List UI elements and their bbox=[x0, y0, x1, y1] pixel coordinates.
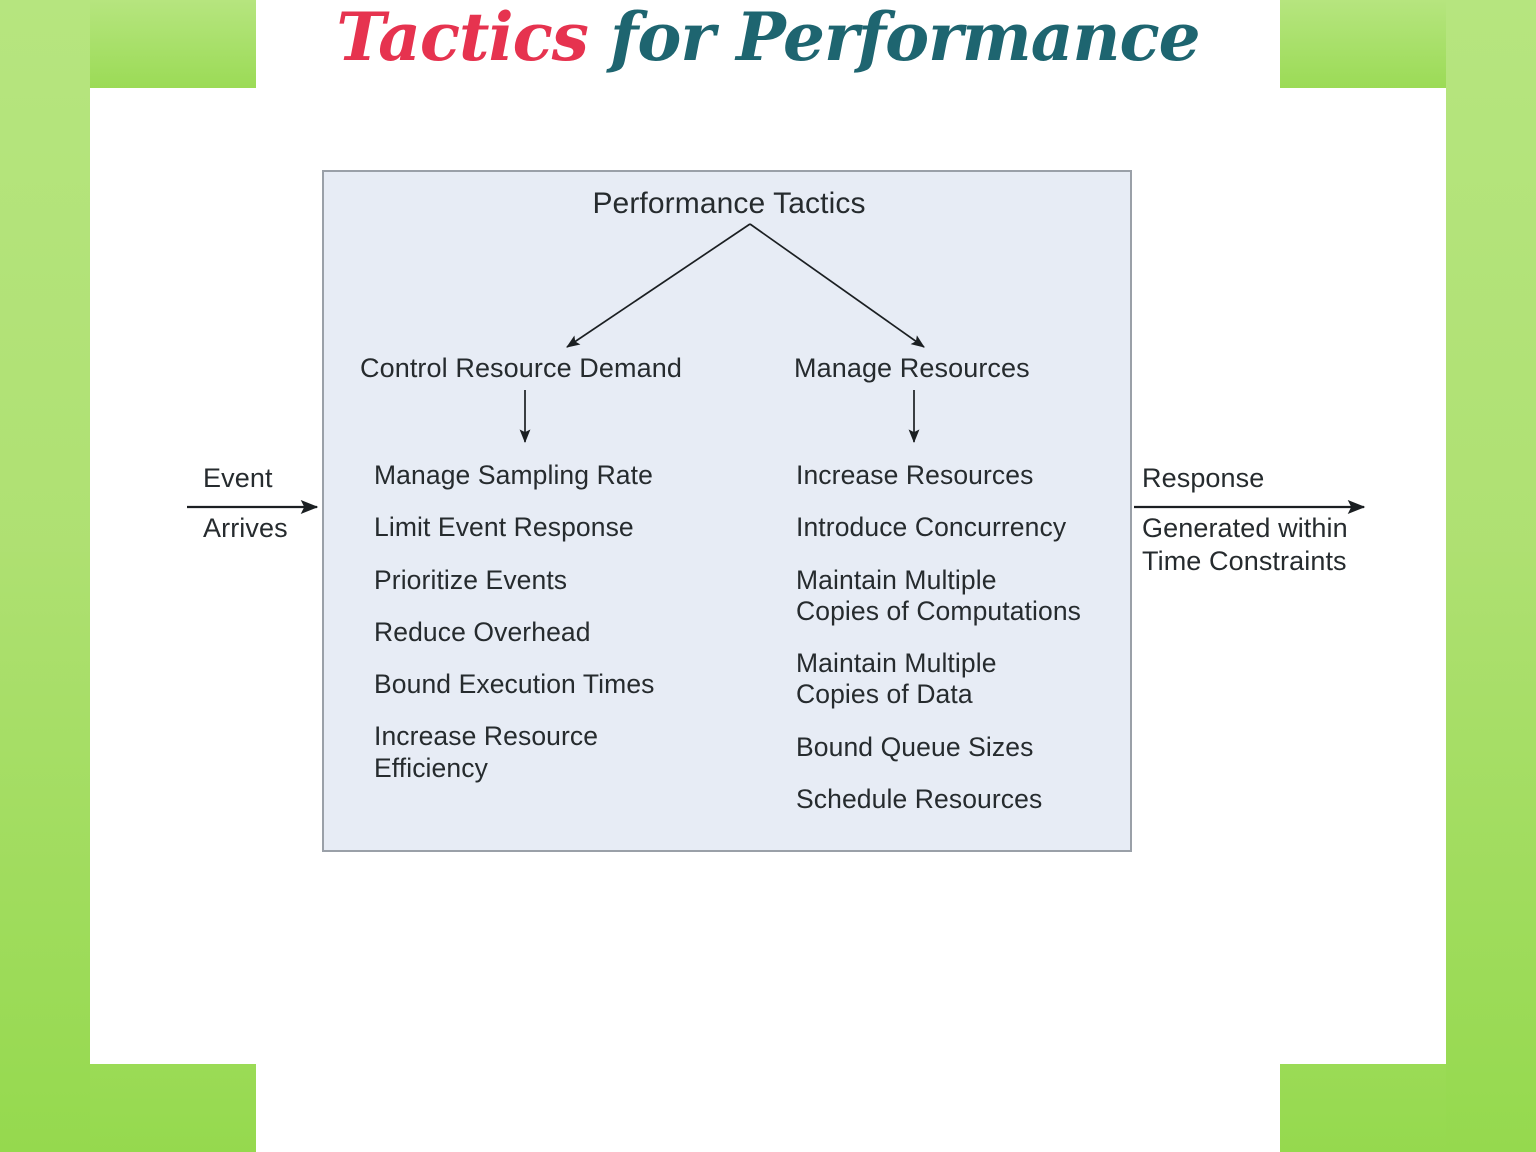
tactic-item: Maintain Multiple Copies of Data bbox=[796, 648, 997, 710]
slide-title-rest: for Performance bbox=[587, 0, 1201, 76]
slide-title: Tactics for Performance bbox=[0, 4, 1536, 70]
input-flow: Event Arrives bbox=[185, 463, 335, 565]
input-flow-label-top: Event bbox=[203, 463, 273, 493]
corner-bottom-right-vertical bbox=[1446, 552, 1536, 1152]
tactic-item: Limit Event Response bbox=[374, 512, 634, 543]
output-flow: Response Generated within Time Constrain… bbox=[1132, 463, 1382, 595]
diagram-title: Performance Tactics bbox=[592, 187, 866, 220]
tactic-item: Reduce Overhead bbox=[374, 616, 591, 647]
tactic-item: Manage Sampling Rate bbox=[374, 460, 653, 490]
tactic-item: Schedule Resources bbox=[796, 783, 1043, 814]
tactic-item: Introduce Concurrency bbox=[796, 512, 1067, 543]
corner-top-right-vertical bbox=[1446, 0, 1536, 600]
tactic-item: Prioritize Events bbox=[374, 564, 568, 595]
tactics-list-manage-resources: Increase Resources Introduce Concurrency… bbox=[796, 460, 1081, 836]
tactic-item: Bound Execution Times bbox=[374, 669, 655, 700]
tactics-list-control-resource-demand: Manage Sampling Rate Limit Event Respons… bbox=[374, 460, 655, 805]
slide-title-accent-word: Tactics bbox=[336, 0, 589, 76]
tactic-item: Increase Resource Efficiency bbox=[374, 721, 599, 783]
tactic-item: Increase Resources bbox=[796, 460, 1034, 490]
output-flow-arrow-icon bbox=[1134, 499, 1366, 515]
diagram-connector-arrows bbox=[519, 223, 925, 444]
category-heading-control-resource-demand: Control Resource Demand bbox=[360, 353, 682, 383]
performance-tactics-diagram: Performance Tactics Control Resource Dem… bbox=[322, 170, 1132, 852]
tactic-item: Maintain Multiple Copies of Computations bbox=[796, 564, 1082, 626]
corner-top-left-vertical bbox=[0, 0, 90, 600]
corner-bottom-left-vertical bbox=[0, 552, 90, 1152]
input-flow-label-bottom: Arrives bbox=[203, 513, 288, 543]
input-flow-arrow-icon bbox=[187, 499, 319, 515]
category-heading-manage-resources: Manage Resources bbox=[794, 353, 1030, 383]
output-flow-label-bottom: Generated within Time Constraints bbox=[1142, 513, 1348, 576]
tactic-item: Bound Queue Sizes bbox=[796, 731, 1034, 762]
output-flow-label-top: Response bbox=[1142, 463, 1265, 493]
